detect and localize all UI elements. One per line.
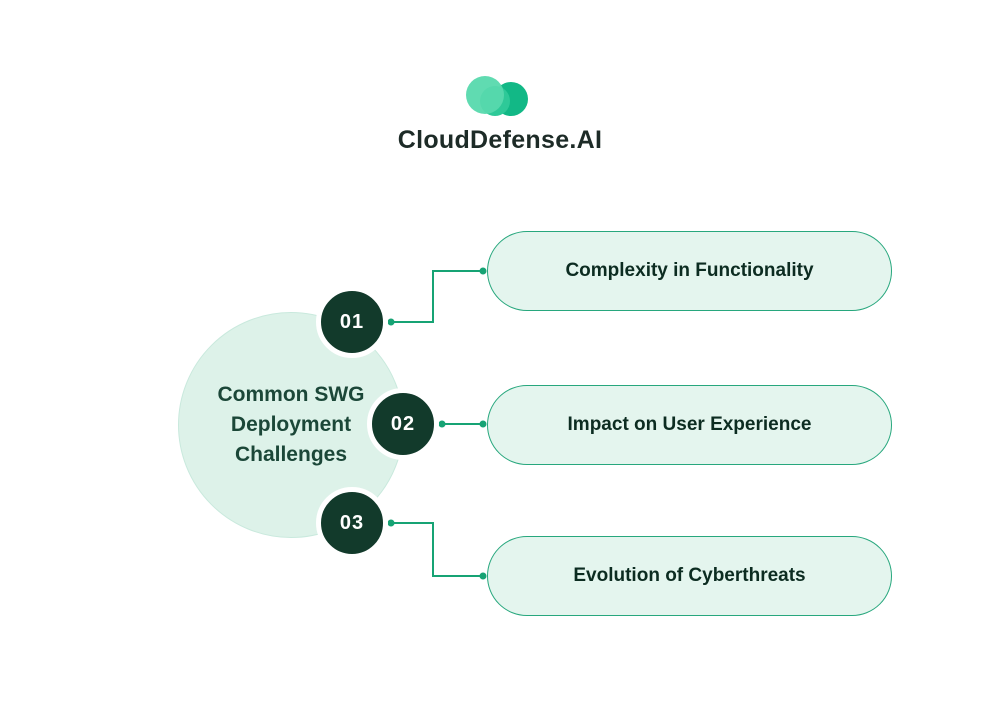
logo-circle-left bbox=[466, 76, 504, 114]
connector-dot-1-end bbox=[479, 267, 487, 275]
challenge-pill-1-label: Complexity in Functionality bbox=[565, 260, 814, 281]
connector-dot-3-start bbox=[387, 519, 395, 527]
step-badge-01: 01 bbox=[316, 286, 388, 358]
step-badge-03: 03 bbox=[316, 487, 388, 559]
step-badge-03-label: 03 bbox=[339, 511, 365, 534]
challenge-pill-2: Impact on User Experience bbox=[487, 385, 892, 465]
connector-dot-2-end bbox=[479, 420, 487, 428]
connector-dot-2-start bbox=[438, 420, 446, 428]
challenge-pill-1: Complexity in Functionality bbox=[487, 231, 892, 311]
step-badge-01-label: 01 bbox=[339, 310, 365, 333]
step-badge-02: 02 bbox=[367, 388, 439, 460]
connector-dot-3-end bbox=[479, 572, 487, 580]
challenge-pill-2-label: Impact on User Experience bbox=[567, 414, 812, 435]
brand-name: CloudDefense.AI bbox=[397, 126, 603, 154]
connector-dot-1-start bbox=[387, 318, 395, 326]
challenge-pill-3-label: Evolution of Cyberthreats bbox=[573, 565, 806, 586]
challenge-pill-3: Evolution of Cyberthreats bbox=[487, 536, 892, 616]
connector-line-3 bbox=[392, 522, 482, 577]
step-badge-02-label: 02 bbox=[390, 412, 416, 435]
connector-line-1 bbox=[392, 270, 482, 323]
central-topic-title: Common SWG Deployment Challenges bbox=[217, 383, 365, 466]
cloud-logo-icon bbox=[462, 72, 538, 122]
